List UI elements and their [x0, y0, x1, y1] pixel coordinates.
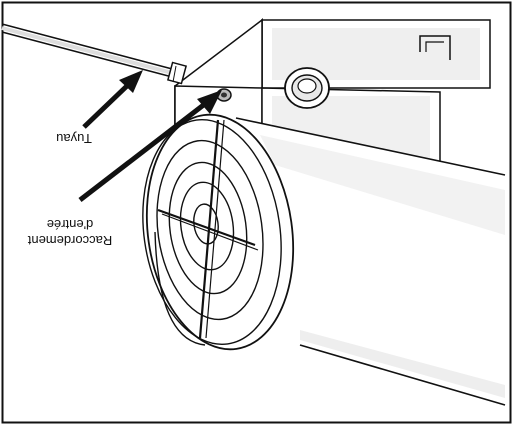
heater-cylinder: [235, 117, 506, 406]
front-grille: [142, 113, 295, 351]
inlet-label-line1: Raccordement: [27, 233, 112, 248]
inlet-label-line2: d'entrée: [47, 217, 94, 232]
tube-label: Tuyau: [56, 131, 92, 146]
oval-port: [284, 67, 330, 109]
tube-label-group: Tuyau: [56, 131, 92, 146]
tube-arrow: [82, 70, 143, 129]
inlet-arrow: [78, 90, 222, 202]
inlet-label-group: Raccordement d'entrée: [27, 217, 112, 248]
tube: [1, 23, 188, 85]
